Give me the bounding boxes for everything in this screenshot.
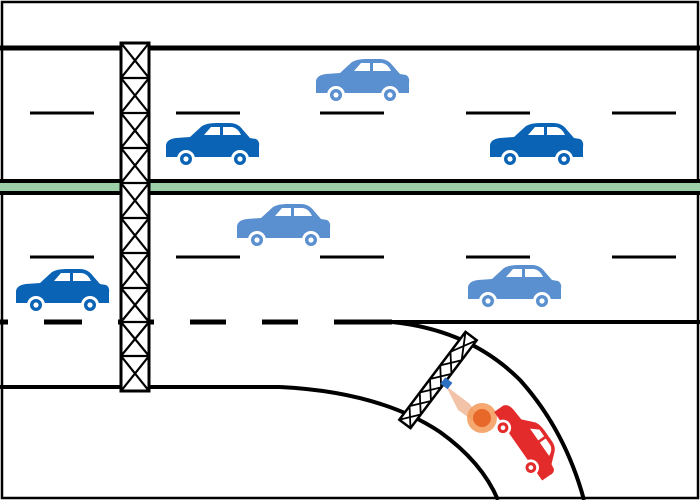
ramp-red-car xyxy=(486,394,568,487)
lower-lane2-dark-car xyxy=(16,269,110,314)
radar-wave-icon xyxy=(467,403,497,433)
lower-lane1-light-car xyxy=(237,204,331,249)
roadside-sensor-icon xyxy=(440,377,453,390)
median-strip xyxy=(0,183,700,192)
ramp-inner-edge xyxy=(279,385,500,500)
upper-lane1-light-car xyxy=(316,59,410,104)
upper-lane2-dark-car-left xyxy=(166,123,260,168)
upper-lane2-dark-car-right xyxy=(490,123,584,168)
lower-lane2-light-car xyxy=(468,265,562,310)
ramp-outer-edge xyxy=(391,320,586,500)
truss-gantry-icon xyxy=(119,41,151,393)
